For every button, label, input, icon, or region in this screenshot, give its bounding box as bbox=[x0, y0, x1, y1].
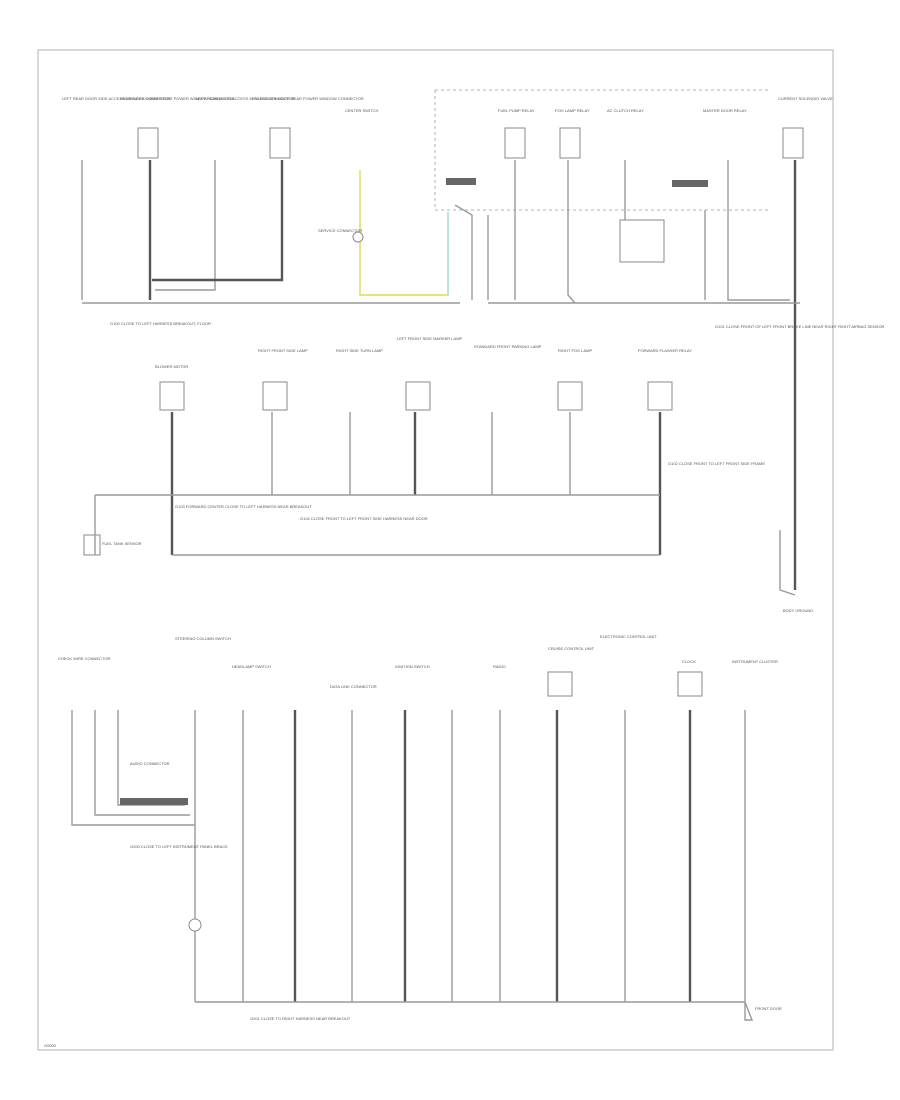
connector-box bbox=[269, 127, 291, 159]
label-t1: LEFT REAR DOOR SIDE ACCESS KEYLESS CONNE… bbox=[62, 96, 171, 101]
label-t32: ELECTRONIC CONTROL UNIT bbox=[600, 634, 657, 639]
connector-label-bar bbox=[446, 178, 476, 185]
ground-symbol bbox=[744, 1001, 754, 1021]
sensor-box bbox=[83, 534, 101, 556]
switch-symbol bbox=[352, 231, 364, 243]
label-t36: G201 CLOSE TO RIGHT HARNESS NEAR BREAKOU… bbox=[250, 1016, 351, 1021]
connector-box bbox=[647, 381, 673, 411]
connector-box bbox=[504, 127, 526, 159]
label-t7: FOG LAMP RELAY bbox=[555, 108, 590, 113]
connector-box bbox=[137, 127, 159, 159]
label-t25: CHECK WIRE CONNECTOR bbox=[58, 656, 110, 661]
label-t18: LEFT FRONT SIDE MARKER LAMP bbox=[397, 336, 463, 341]
label-t6: FUEL PUMP RELAY bbox=[498, 108, 535, 113]
connector-label-bar bbox=[672, 180, 708, 187]
top-section: LEFT REAR DOOR SIDE ACCESS KEYLESS CONNE… bbox=[62, 89, 885, 590]
label-t3: LEFT REAR DOOR ACCESS KEYLESS CONNECTOR bbox=[196, 96, 295, 101]
label-t28: DATA LINK CONNECTOR bbox=[330, 684, 377, 689]
label-t31: CRUISE CONTROL UNIT bbox=[548, 646, 595, 651]
relay-box bbox=[619, 219, 665, 263]
switch-symbol bbox=[188, 918, 202, 932]
label-t24: G104 CLOSE FRONT TO LEFT FRONT SIDE HARN… bbox=[300, 516, 428, 521]
label-t8: AC CLUTCH RELAY bbox=[607, 108, 644, 113]
label-t13: G101 CLOSE FRONT OF LEFT FRONT BRAKE LIN… bbox=[715, 324, 885, 329]
label-t2: PASSENGER DOOR FRONT POWER WINDOW CONNEC… bbox=[120, 96, 234, 101]
label-t29: IGNITION SWITCH bbox=[395, 664, 430, 669]
connector-box bbox=[405, 381, 431, 411]
connector-box bbox=[782, 127, 804, 159]
label-t22: FUEL TANK SENSOR bbox=[102, 541, 142, 546]
label-t35: G200 CLOSE TO LEFT INSTRUMENT PANEL BRAC… bbox=[130, 844, 228, 849]
middle-section: BLOWER MOTOR RIGHT FRONT SIDE LAMP RIGHT… bbox=[83, 336, 813, 613]
diagram-border bbox=[37, 49, 834, 1051]
label-t38: AUDIO CONNECTOR bbox=[130, 761, 170, 766]
bottom-section: CHECK WIRE CONNECTOR STEERING COLUMN SWI… bbox=[58, 634, 782, 1021]
label-t37: BODY GROUND bbox=[783, 608, 813, 613]
label-t23: G103 FORWARD CENTER CLOSE TO LEFT HARNES… bbox=[175, 504, 312, 509]
label-t4: PASSENGER DOOR REAR POWER WINDOW CONNECT… bbox=[252, 96, 364, 101]
label-t14: G102 CLOSE FRONT TO LEFT FRONT SIDE FRAM… bbox=[668, 461, 765, 466]
label-t10: CURRENT SOLENOID VALVE bbox=[778, 96, 833, 101]
label-t39: FRONT DOOR bbox=[755, 1006, 782, 1011]
connector-label-bar bbox=[120, 798, 188, 805]
label-t5: CENTER SWITCH bbox=[345, 108, 378, 113]
label-t17: RIGHT SIDE TURN LAMP bbox=[336, 348, 383, 353]
label-t34: INSTRUMENT CLUSTER bbox=[732, 659, 778, 664]
label-t19: STANDARD FRONT PARKING LAMP bbox=[474, 344, 542, 349]
connector-box bbox=[557, 381, 583, 411]
label-t16: RIGHT FRONT SIDE LAMP bbox=[258, 348, 308, 353]
connector-box bbox=[547, 671, 573, 697]
label-t30: RADIO bbox=[493, 664, 506, 669]
label-t21: FORWARD FLASHER RELAY bbox=[638, 348, 692, 353]
label-t9: MASTER DOOR RELAY bbox=[703, 108, 747, 113]
label-t11: SERVICE CONNECTOR bbox=[318, 228, 362, 233]
label-t12: G100 CLOSE TO LEFT HARNESS BREAKOUT, FLO… bbox=[110, 321, 211, 326]
label-t27: HEADLAMP SWITCH bbox=[232, 664, 271, 669]
connector-box bbox=[159, 381, 185, 411]
label-t20: RIGHT FOG LAMP bbox=[558, 348, 592, 353]
label-t26: STEERING COLUMN SWITCH bbox=[175, 636, 231, 641]
label-t15: BLOWER MOTOR bbox=[155, 364, 188, 369]
connector-box bbox=[262, 381, 288, 411]
connector-box bbox=[559, 127, 581, 159]
label-t33: CLOCK bbox=[682, 659, 696, 664]
connector-box bbox=[677, 671, 703, 697]
dashed-enclosure bbox=[434, 89, 770, 211]
page-code: G0000 bbox=[44, 1043, 57, 1048]
